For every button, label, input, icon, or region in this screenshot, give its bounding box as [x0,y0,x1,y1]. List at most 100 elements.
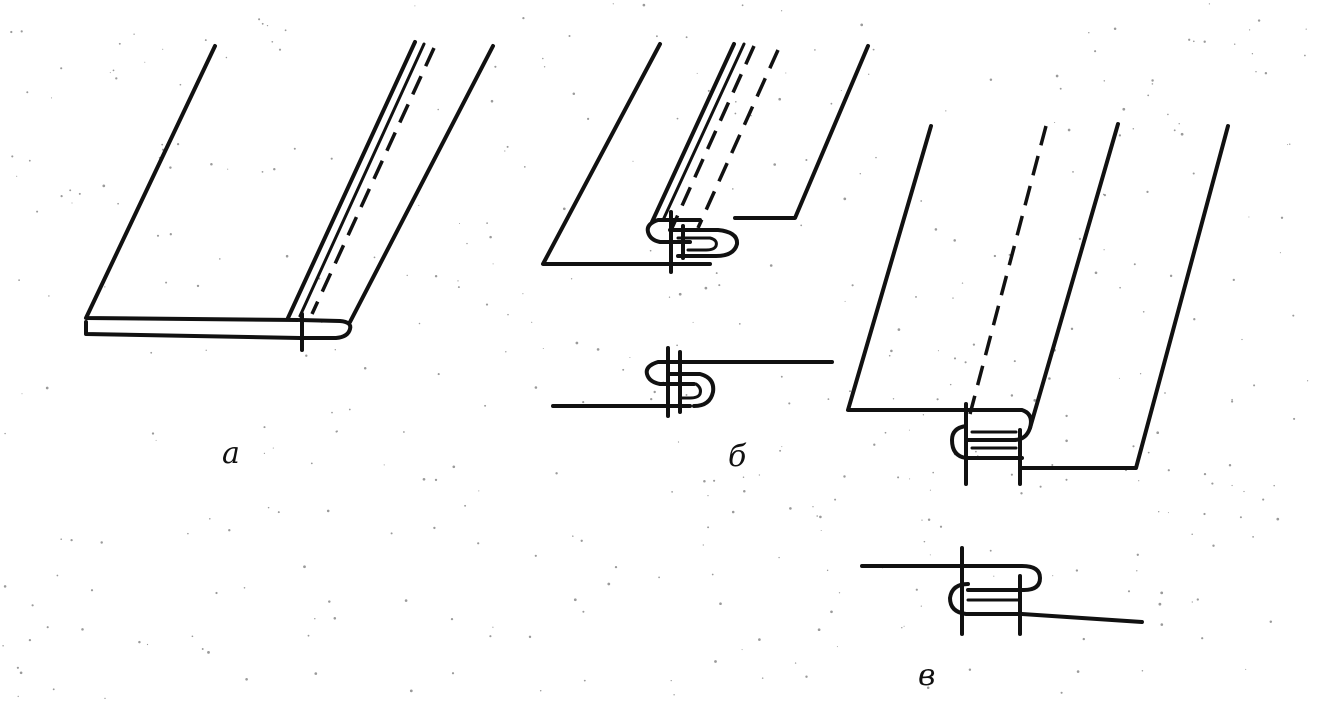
paper-speck [1178,123,1180,125]
paper-speck [707,526,710,529]
paper-speck [1201,637,1204,640]
paper-speck [781,446,783,448]
paper-speck [52,688,55,691]
paper-speck [834,498,837,501]
paper-speck [629,356,631,359]
paper-speck [742,476,745,478]
paper-speck [937,350,939,352]
paper-speck [1231,400,1234,403]
paper-speck [741,4,744,7]
paper-speck [1193,318,1196,321]
paper-speck [849,390,851,393]
paper-speck [1010,473,1013,476]
seam-a-stitch-line [310,47,436,315]
paper-speck [1167,512,1169,514]
paper-speck [655,35,658,38]
paper-speck [104,697,106,700]
paper-speck [266,24,269,27]
paper-speck [738,323,741,325]
paper-speck [707,495,709,497]
paper-speck [714,660,717,663]
paper-speck [844,300,846,302]
paper-speck [614,565,618,569]
paper-speck [36,210,39,213]
paper-speck [373,256,376,259]
paper-speck [16,175,18,177]
paper-speck [263,452,266,455]
paper-speck [805,158,808,162]
paper-speck [1262,498,1265,501]
paper-speck [1252,536,1254,538]
paper-speck [1078,237,1082,241]
seam-a-fabric-outline [84,44,300,322]
paper-speck [888,354,891,357]
paper-speck [773,163,777,166]
paper-speck [1158,511,1160,513]
paper-speck [169,166,172,169]
paper-speck [271,40,274,43]
paper-speck [466,242,468,245]
seam-b-fold-hook-outer [645,218,702,244]
paper-speck [1127,590,1131,593]
paper-speck [2,644,4,647]
paper-speck [1158,602,1162,606]
paper-speck [1033,399,1037,402]
paper-speck [1276,517,1280,521]
paper-speck [570,278,573,280]
paper-speck [60,195,63,198]
paper-speck [989,549,992,552]
paper-speck [769,264,773,267]
paper-speck [1070,327,1074,331]
paper-speck [161,143,164,146]
paper-speck [450,617,454,621]
paper-speck [433,526,436,530]
paper-speck [4,432,6,435]
paper-speck [843,475,846,478]
paper-speck [267,506,270,509]
paper-speck [133,33,135,35]
paper-speck [743,489,746,493]
seam-c-left-panel [846,124,968,412]
paper-speck [102,184,106,188]
paper-speck [1212,544,1215,547]
paper-speck [1119,286,1121,289]
paper-speck [1243,490,1245,493]
paper-speck [735,101,737,103]
paper-speck [838,592,841,594]
paper-speck [60,67,63,70]
paper-speck [1208,3,1211,5]
paper-speck [1286,144,1289,146]
paper-speck [245,678,248,681]
paper-speck [1059,87,1062,90]
paper-speck [261,22,264,25]
seam-variant-b: б [541,42,870,474]
paper-speck [31,604,34,607]
paper-speck [1293,417,1296,420]
paper-speck [587,117,590,120]
paper-speck [414,5,416,7]
paper-speck [138,640,141,644]
paper-speck [670,679,672,682]
paper-speck [1160,591,1164,595]
paper-speck [750,115,752,117]
paper-speck [284,29,287,32]
paper-speck [1257,19,1261,22]
paper-speck [788,402,791,405]
paper-speck [418,204,420,206]
paper-speck [1136,570,1138,572]
paper-speck [816,515,818,517]
paper-speck [305,354,308,357]
paper-speck [205,349,207,351]
paper-speck [56,574,59,577]
paper-speck [209,518,211,520]
paper-speck [622,368,625,371]
paper-speck [363,367,367,370]
paper-speck [1132,445,1135,448]
paper-speck [422,477,426,481]
paper-speck [117,202,119,205]
paper-speck [1169,274,1173,278]
paper-speck [1138,480,1140,482]
paper-speck [668,296,671,298]
paper-speck [228,529,231,532]
paper-speck [1264,71,1268,75]
